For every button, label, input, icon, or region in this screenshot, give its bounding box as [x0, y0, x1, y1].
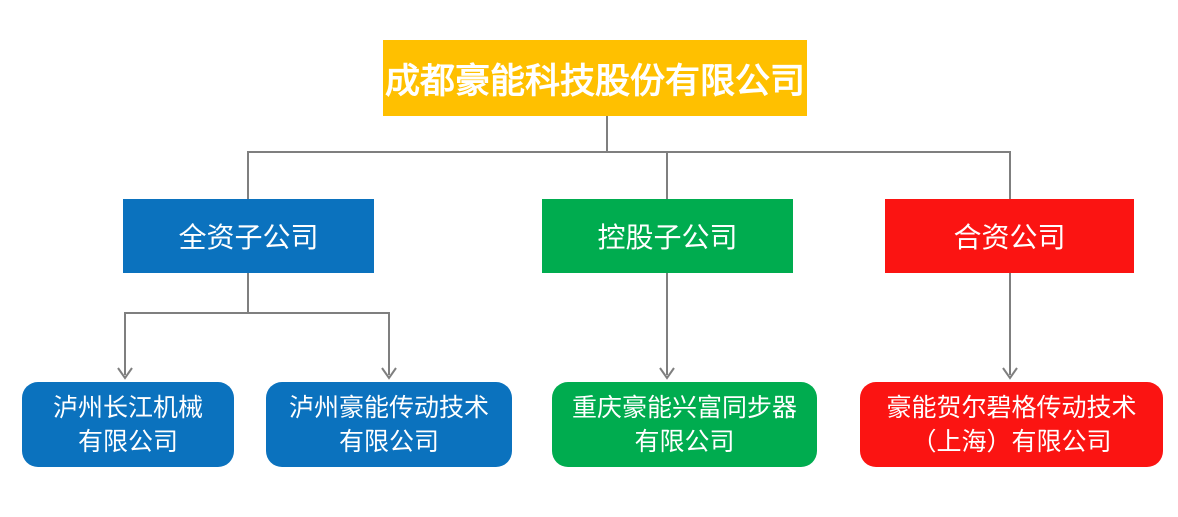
org-node-root: 成都豪能科技股份有限公司 — [383, 40, 807, 116]
org-node-joint-venture-label: 合资公司 — [953, 221, 1066, 254]
org-node-chongqing-xingfu-line1: 重庆豪能兴富同步器 — [571, 392, 797, 422]
org-node-luzhou-changjiang-line2: 有限公司 — [77, 426, 178, 456]
org-node-holding-label: 控股子公司 — [597, 221, 738, 254]
org-node-luzhou-changjiang: 泸州长江机械 有限公司 — [22, 382, 234, 467]
arrowhead-leaf-2 — [381, 367, 397, 380]
org-node-root-label: 成都豪能科技股份有限公司 — [384, 61, 805, 102]
org-node-hoerbiger-shanghai-line1: 豪能贺尔碧格传动技术 — [886, 392, 1137, 422]
org-node-holding: 控股子公司 — [542, 199, 793, 273]
org-node-joint-venture: 合资公司 — [885, 199, 1134, 273]
arrowhead-leaf-4 — [1002, 367, 1018, 380]
arrowhead-leaf-1 — [117, 367, 133, 380]
org-node-luzhou-changjiang-line1: 泸州长江机械 — [52, 392, 203, 422]
org-node-luzhou-haoneng-line2: 有限公司 — [338, 426, 439, 456]
org-node-luzhou-haoneng-line1: 泸州豪能传动技术 — [288, 392, 489, 422]
org-node-hoerbiger-shanghai-line2: （上海）有限公司 — [911, 426, 1112, 456]
org-node-luzhou-haoneng: 泸州豪能传动技术 有限公司 — [266, 382, 512, 467]
org-node-wholly-owned-label: 全资子公司 — [178, 221, 319, 254]
arrowhead-leaf-3 — [659, 367, 675, 380]
org-node-chongqing-xingfu: 重庆豪能兴富同步器 有限公司 — [552, 382, 817, 467]
org-node-chongqing-xingfu-line2: 有限公司 — [634, 426, 735, 456]
org-node-hoerbiger-shanghai: 豪能贺尔碧格传动技术 （上海）有限公司 — [860, 382, 1163, 467]
org-node-wholly-owned: 全资子公司 — [123, 199, 374, 273]
